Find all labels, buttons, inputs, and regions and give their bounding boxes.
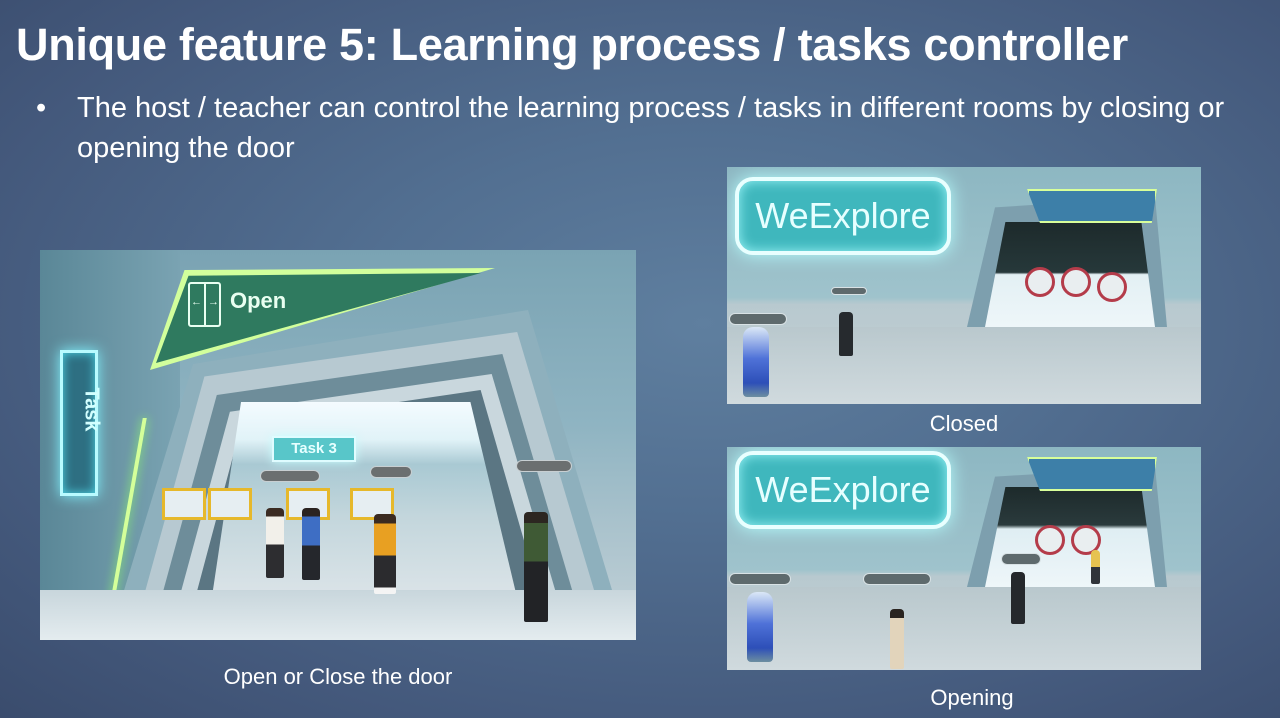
weexplore-sign: WeExplore xyxy=(735,451,951,529)
open-door-passage xyxy=(985,487,1155,587)
avatar xyxy=(1011,572,1025,624)
floor xyxy=(727,587,1201,670)
avatar xyxy=(743,327,769,397)
floor xyxy=(727,327,1201,404)
avatar xyxy=(747,592,773,662)
poster xyxy=(162,488,206,520)
name-tag xyxy=(831,287,867,295)
door-scene-image: Task Task 3 ←→ Open xyxy=(40,250,636,640)
avatar xyxy=(1091,550,1100,584)
name-tag xyxy=(729,313,787,325)
avatar xyxy=(890,609,904,669)
slide-title: Unique feature 5: Learning process / tas… xyxy=(16,19,1128,70)
weexplore-sign: WeExplore xyxy=(735,177,951,255)
closed-door-image: WeExplore xyxy=(727,167,1201,404)
caption-opening: Opening xyxy=(930,685,1014,710)
avatar xyxy=(374,514,396,594)
room-sign xyxy=(1027,457,1157,491)
opening-door-image: WeExplore xyxy=(727,447,1201,670)
task-3-sign: Task 3 xyxy=(272,436,356,462)
avatar xyxy=(524,512,548,622)
avatar xyxy=(839,312,853,356)
poster xyxy=(208,488,252,520)
caption-open-close: Open or Close the door xyxy=(223,664,453,689)
name-tag xyxy=(729,573,791,585)
bullet-text: The host / teacher can control the learn… xyxy=(77,92,1225,164)
name-tag xyxy=(516,460,572,472)
name-tag xyxy=(863,573,931,585)
bullet-icon: • xyxy=(36,92,47,124)
task-neon-panel: Task xyxy=(60,350,103,496)
avatar xyxy=(302,508,320,580)
name-tag xyxy=(370,466,412,478)
name-tag xyxy=(1001,553,1041,565)
room-sign xyxy=(1027,189,1157,223)
sliding-door-icon: ←→ xyxy=(188,282,221,327)
name-tag xyxy=(260,470,320,482)
door-sign-label: Open xyxy=(230,288,287,313)
caption-closed: Closed xyxy=(929,411,999,436)
avatar xyxy=(266,508,284,578)
bullet-point: • The host / teacher can control the lea… xyxy=(36,88,1236,168)
